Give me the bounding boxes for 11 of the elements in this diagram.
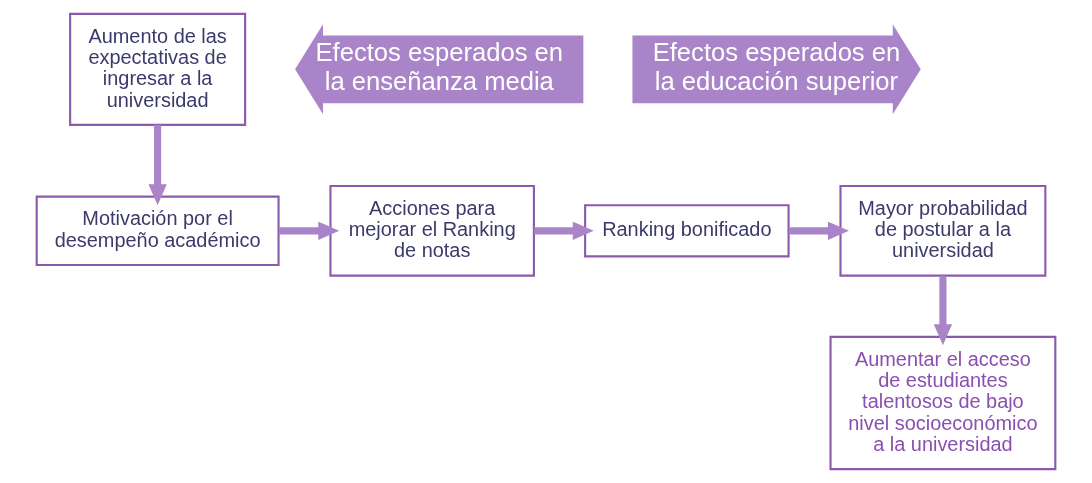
node-box: Acciones para mejorar el Ranking de notas — [329, 184, 535, 277]
node-box: Aumentar el acceso de estudiantes talentosos de bajo nivel socioeconómico a la universidad — [829, 335, 1057, 471]
node-box: Aumento de las expectativas de ingresar a la universidad — [69, 12, 247, 126]
arrow — [788, 221, 849, 240]
node-box: Mayor probabilidad de postular a la universidad — [839, 184, 1047, 277]
arrow — [933, 275, 953, 346]
arrow — [148, 124, 167, 206]
arrow — [278, 221, 340, 240]
node-box: Motivación por el desempeño académico — [35, 195, 280, 267]
node-box: Ranking bonificado — [584, 204, 790, 258]
arrow — [534, 221, 594, 240]
